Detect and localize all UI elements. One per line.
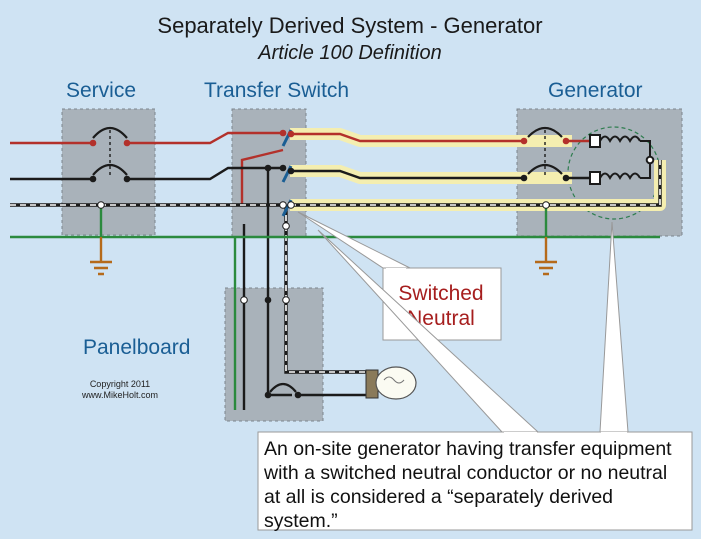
transfer-switch-label: Transfer Switch	[204, 79, 349, 102]
definition-callout	[257, 221, 693, 531]
generator-label: Generator	[548, 79, 643, 102]
switched-neutral-line2: Neutral	[407, 307, 475, 330]
diagram-subtitle: Article 100 Definition	[257, 42, 441, 64]
service-label: Service	[66, 79, 136, 102]
copyright-line2: www.MikeHolt.com	[81, 390, 158, 400]
copyright-line1: Copyright 2011	[90, 379, 150, 389]
lamp-icon	[365, 366, 417, 400]
ground-conductor	[10, 205, 660, 410]
panelboard-enclosure	[224, 287, 324, 422]
switched-neutral-callout	[297, 211, 502, 341]
panelboard-breaker	[240, 296, 366, 399]
transfer-switch-contacts	[264, 129, 295, 230]
generator-ground-electrode	[535, 237, 557, 276]
neutral-conductor	[10, 160, 662, 374]
switched-neutral-line1: Switched	[398, 282, 483, 305]
red-conductor	[10, 131, 590, 205]
service-breakers	[89, 126, 131, 209]
generator-breakers	[520, 126, 570, 209]
panelboard-label: Panelboard	[83, 336, 190, 359]
generator-windings	[589, 134, 655, 185]
service-enclosure	[61, 108, 156, 236]
diagram-title: Separately Derived System - Generator	[157, 13, 542, 38]
definition-text: An on-site generator having transfer equ…	[264, 438, 672, 532]
service-ground-electrode	[90, 237, 112, 276]
